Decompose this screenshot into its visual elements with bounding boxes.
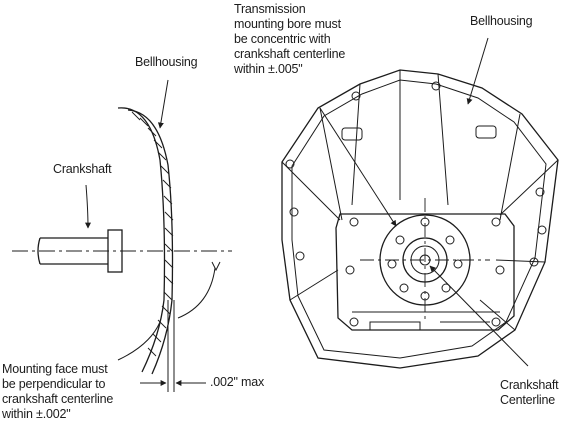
leader-bellhousing-left [157, 79, 169, 129]
flange-holes [285, 81, 547, 267]
label-transmission-bore-note: Transmission mounting bore must be conce… [234, 2, 346, 76]
bellhousing-outline [281, 69, 559, 369]
label-crankshaft-centerline: Crankshaft Centerline [500, 378, 559, 407]
leader-bellhousing-right [466, 37, 489, 105]
label-max-clearance: .002" max [210, 375, 265, 389]
leader-mounting-face [117, 321, 161, 361]
label-crankshaft: Crankshaft [53, 162, 112, 176]
leader-crankshaft [84, 184, 91, 229]
mounting-plate [335, 213, 515, 331]
leader-crankshaft-centerline [429, 265, 529, 367]
label-mounting-face-note: Mounting face must be perpendicular to c… [2, 362, 114, 421]
label-bellhousing-right: Bellhousing [470, 14, 533, 28]
leader-transmission-bore [319, 107, 397, 227]
perpendicularity-arc [177, 267, 216, 319]
side-view [12, 79, 232, 392]
bellhousing-wall-side [117, 107, 174, 375]
front-view [281, 37, 559, 369]
label-bellhousing-left: Bellhousing [135, 55, 198, 69]
